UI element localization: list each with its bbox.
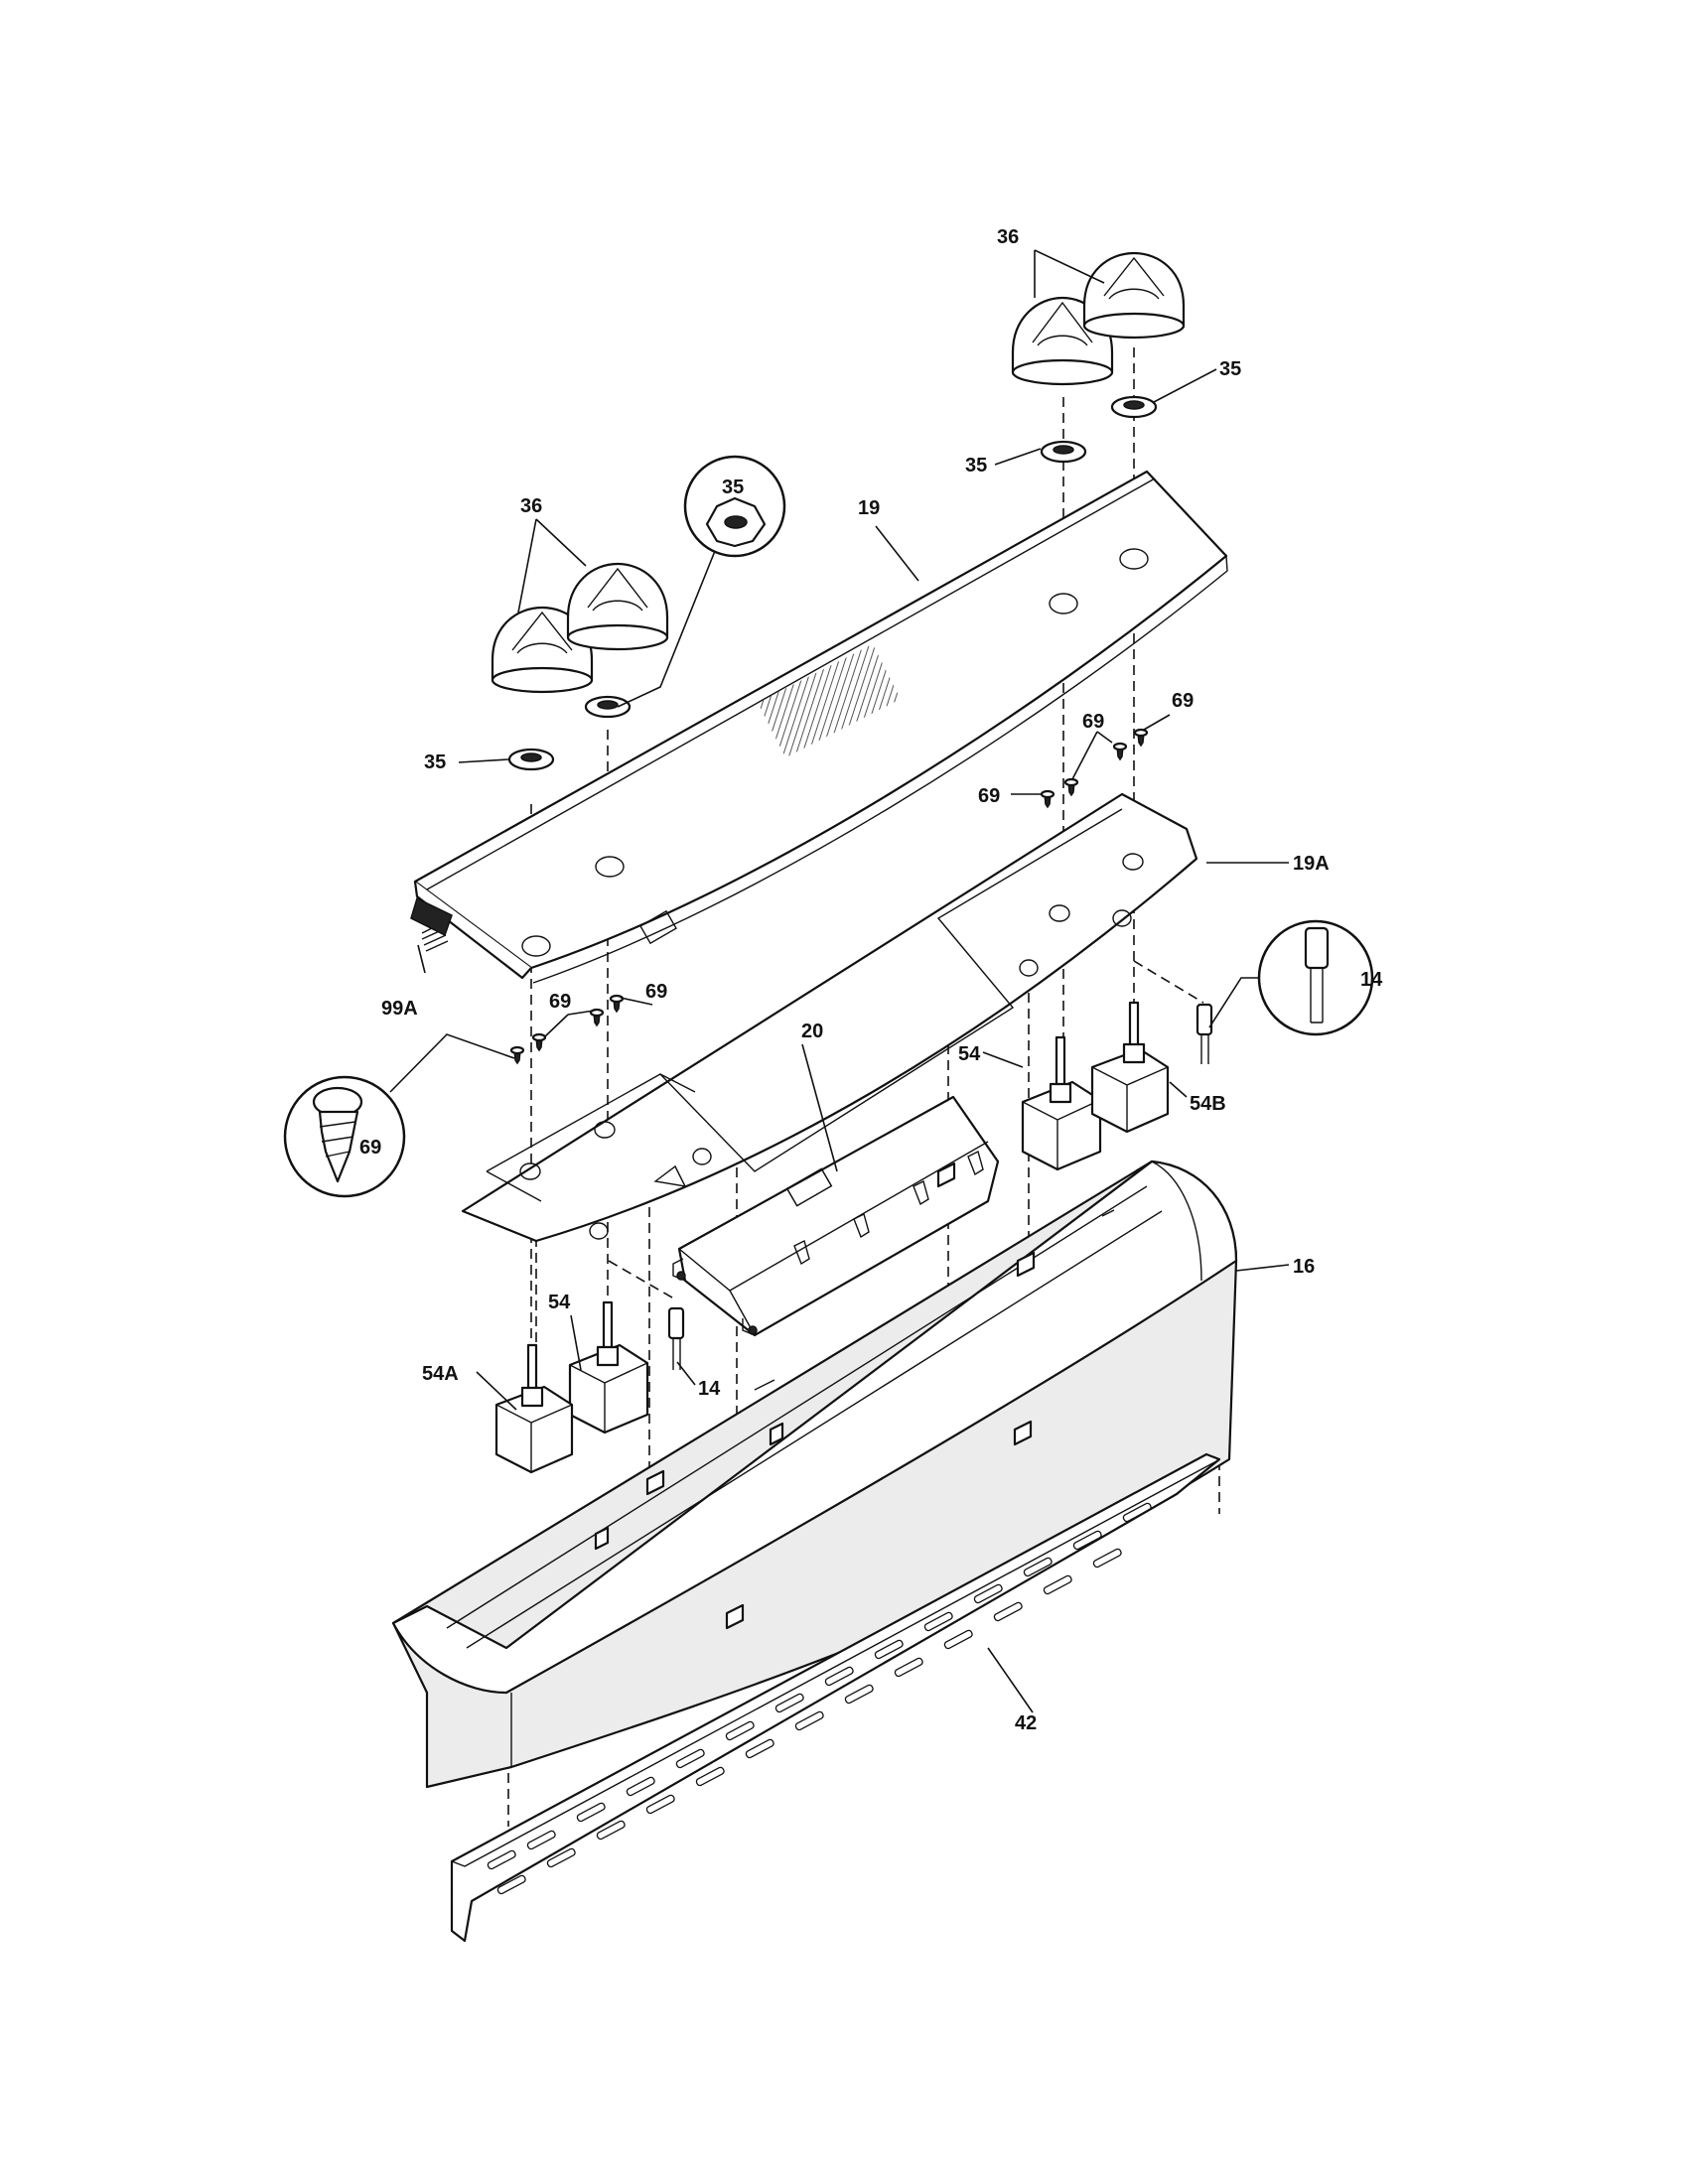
label-69-e: 69 [645, 981, 667, 1003]
label-20: 20 [801, 1021, 823, 1042]
switch-54A [494, 1343, 574, 1474]
knob-36-left-back [566, 562, 669, 651]
label-42: 42 [1015, 1712, 1037, 1734]
callout-14-terminal [1208, 919, 1374, 1036]
label-35-callout: 35 [722, 477, 744, 498]
label-69-a: 69 [1082, 711, 1104, 733]
label-36-left: 36 [520, 495, 542, 517]
vent-grille-42 [450, 1452, 1221, 1943]
label-35-left: 35 [424, 751, 446, 773]
mounting-plate-19A [461, 792, 1198, 1243]
label-99A: 99A [381, 998, 418, 1020]
grille-slots [487, 1502, 1152, 1895]
label-35-right-top: 35 [1219, 358, 1241, 380]
label-19: 19 [858, 497, 880, 519]
label-14-callout: 14 [1360, 969, 1383, 991]
label-54B: 54B [1190, 1093, 1226, 1115]
label-16: 16 [1293, 1256, 1315, 1278]
terminal-14-left [667, 1306, 685, 1370]
label-14: 14 [698, 1378, 721, 1400]
nut-35-right-top [1110, 395, 1158, 419]
screws-69 [509, 728, 1149, 1065]
part-labels: 36 35 35 19 36 35 35 69 69 69 19A 14 99A… [359, 226, 1383, 1734]
control-panel-19 [413, 470, 1228, 984]
label-35-right-mid: 35 [965, 455, 987, 477]
switch-54-right [1021, 1035, 1102, 1171]
control-board-20 [672, 1095, 1000, 1337]
callout-35-nut [617, 455, 786, 708]
label-54A: 54A [422, 1363, 459, 1385]
switch-54-left [568, 1300, 649, 1434]
switch-54B [1090, 1001, 1170, 1134]
label-leaders [417, 249, 1290, 1713]
label-69-d: 69 [549, 991, 571, 1013]
ribbon-99A [410, 896, 453, 937]
label-69-c: 69 [978, 785, 1000, 807]
terminal-14-right [1196, 1003, 1213, 1064]
label-69-callout: 69 [359, 1137, 381, 1159]
label-19A: 19A [1293, 853, 1330, 875]
nut-35-right-mid [1040, 440, 1087, 464]
label-36-right: 36 [997, 226, 1019, 248]
callout-69-screw [283, 1033, 515, 1198]
label-54-left: 54 [548, 1292, 571, 1313]
label-69-b: 69 [1172, 690, 1194, 712]
nut-35-left-front [507, 748, 555, 771]
nut-35-left-back [584, 695, 632, 719]
label-54-right: 54 [958, 1043, 981, 1065]
knob-36-right-back [1082, 251, 1186, 340]
